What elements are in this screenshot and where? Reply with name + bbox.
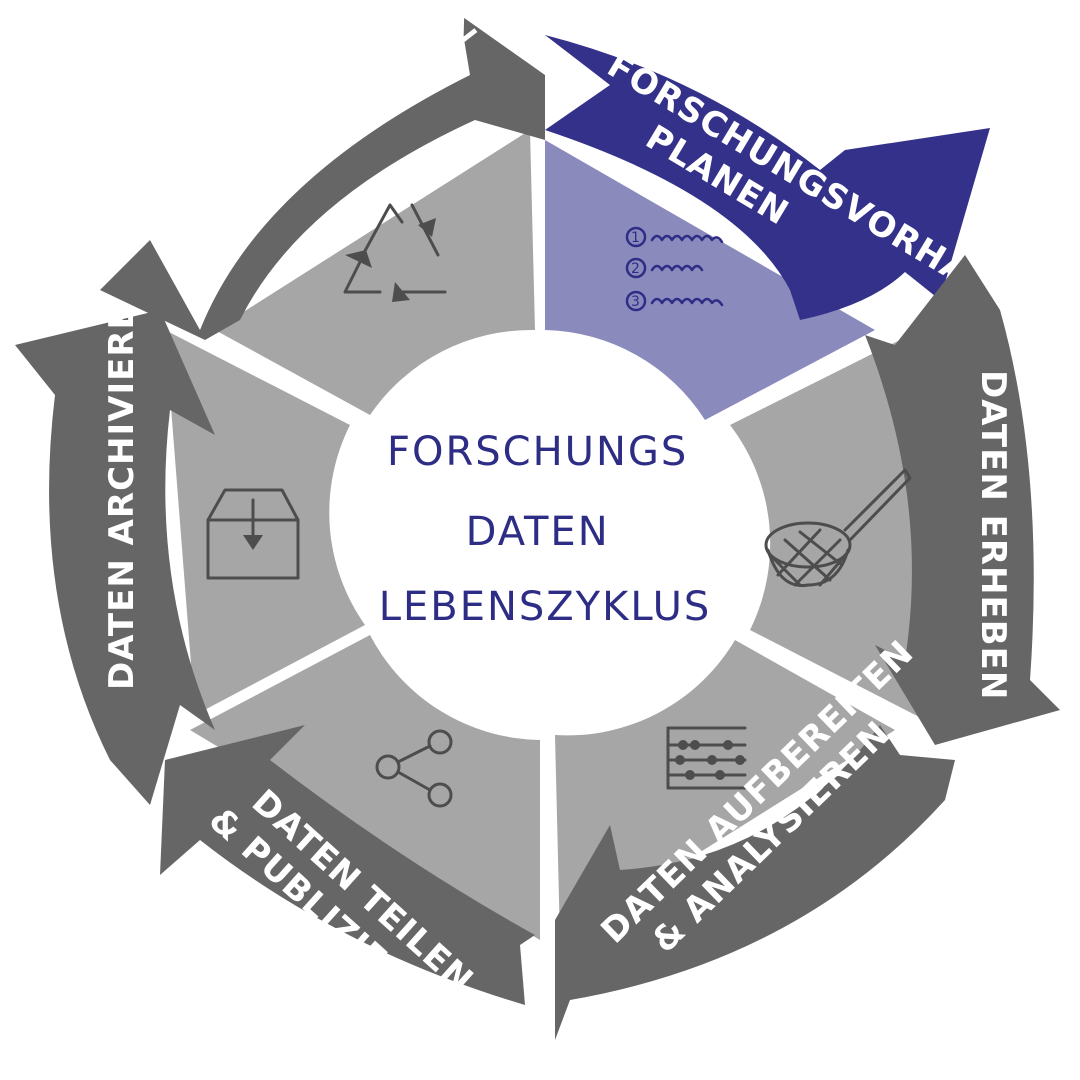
center-title-line2: DATEN bbox=[466, 509, 610, 555]
abacus-icon bbox=[666, 726, 747, 790]
segment-erheben bbox=[730, 340, 925, 720]
segment-teilen bbox=[190, 635, 540, 940]
label-erheben: DATEN ERHEBEN bbox=[973, 370, 1013, 700]
label-archivieren: DATEN ARCHIVIEREN bbox=[102, 276, 142, 690]
net-icon bbox=[764, 468, 912, 588]
arrow-nachnutzen bbox=[100, 15, 545, 340]
arrow-teilen bbox=[160, 725, 535, 1005]
arrow-archivieren bbox=[15, 310, 215, 805]
center-title-line1: FORSCHUNGS bbox=[387, 429, 688, 475]
svg-text:DATEN ARCHIVIEREN: DATEN ARCHIVIEREN bbox=[102, 276, 142, 690]
segment-nachnutzen bbox=[215, 130, 535, 415]
segment-aufbereiten bbox=[555, 640, 895, 940]
segment-planen bbox=[545, 140, 875, 420]
list-number-2: 2 bbox=[631, 261, 640, 277]
stage-erheben: DATEN ERHEBEN bbox=[730, 255, 1060, 745]
numbered-list-icon: 1 2 3 bbox=[625, 226, 724, 312]
segment-archivieren bbox=[165, 330, 365, 715]
center-title-line3: LEBENSZYKLUS bbox=[379, 584, 712, 630]
arrow-planen bbox=[545, 35, 990, 320]
recycle-icon bbox=[343, 203, 447, 302]
stage-archivieren: DATEN ARCHIVIEREN bbox=[15, 276, 365, 805]
list-number-3: 3 bbox=[631, 294, 640, 310]
center-hub: FORSCHUNGS DATEN LEBENSZYKLUS bbox=[347, 337, 737, 727]
archive-box-icon bbox=[206, 488, 300, 580]
arrow-aufbereiten bbox=[555, 725, 955, 1040]
share-icon bbox=[375, 729, 453, 808]
arrow-erheben bbox=[865, 255, 1060, 745]
svg-text:FORSCHUNGS DATEN L: FORSCHUNGS DATEN LEBENSZYKLUS bbox=[379, 429, 712, 630]
svg-text:DATEN ERHEBEN: DATEN ERHEBEN bbox=[973, 370, 1013, 700]
list-number-1: 1 bbox=[631, 230, 640, 246]
